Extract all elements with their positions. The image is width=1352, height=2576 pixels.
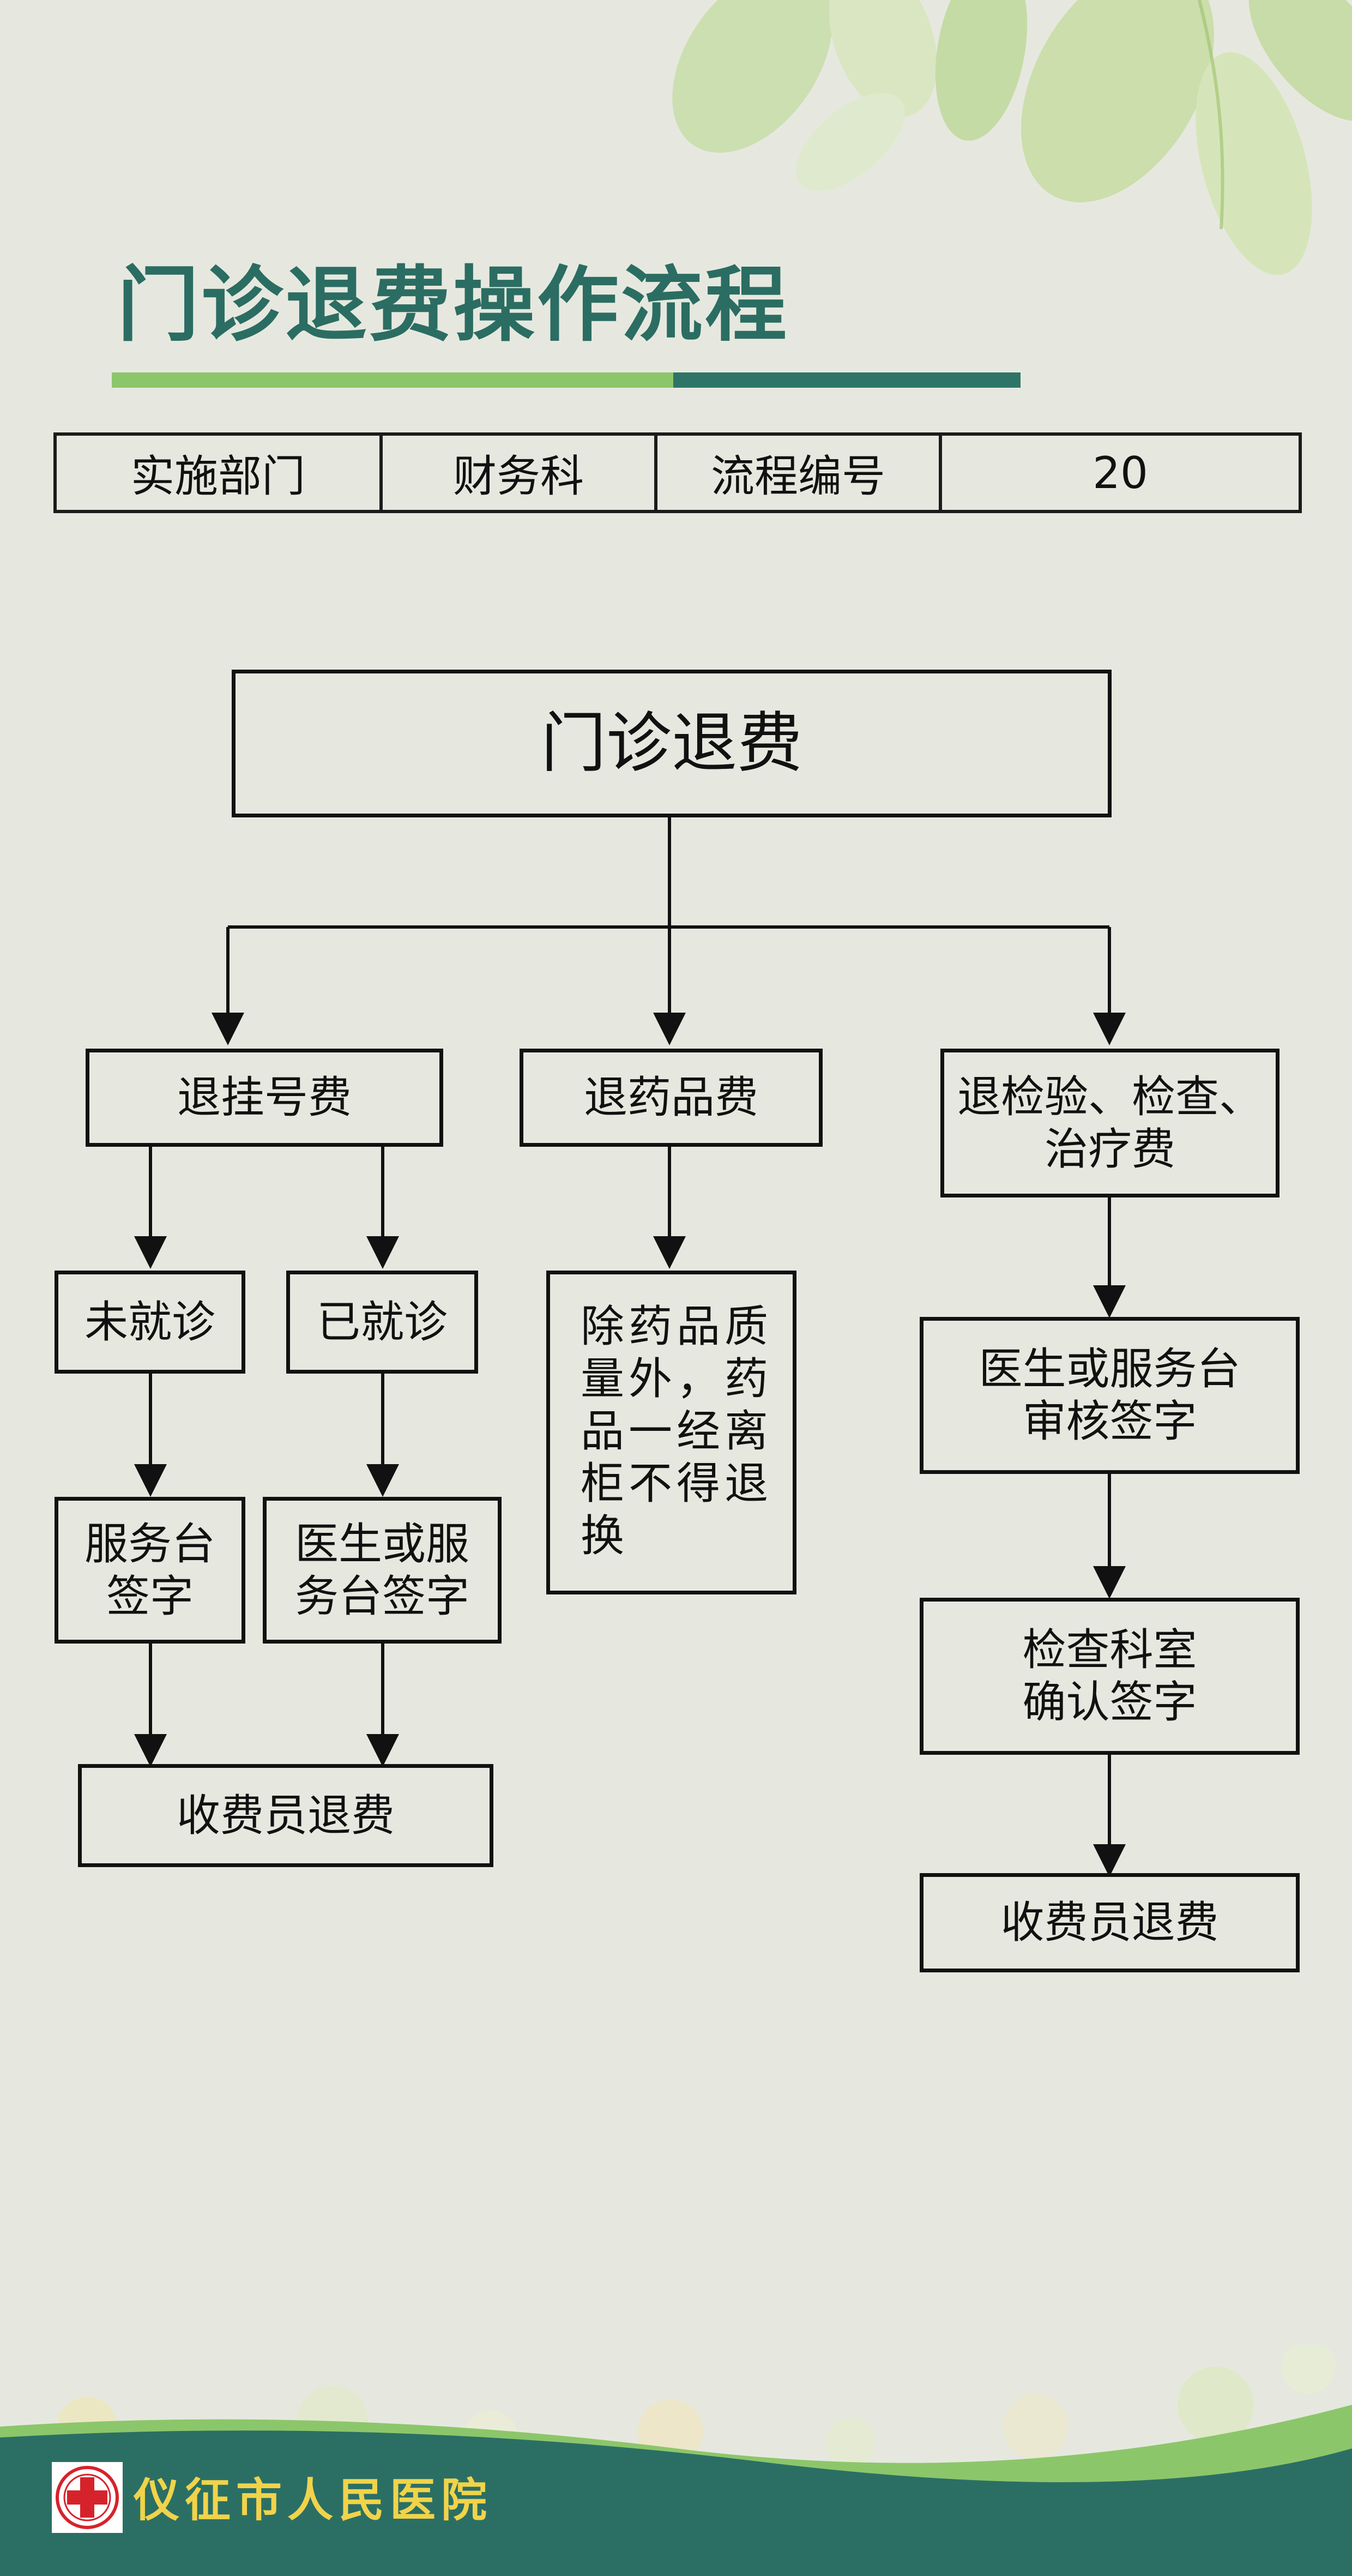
node-visited: 已就诊 [286, 1271, 478, 1374]
code-label: 流程编号 [657, 436, 942, 510]
node-cashier-refund-left: 收费员退费 [78, 1764, 493, 1867]
node-medicine-fee-refund: 退药品费 [520, 1049, 823, 1147]
dept-label: 实施部门 [57, 436, 383, 510]
info-table: 实施部门 财务科 流程编号 20 [53, 432, 1302, 513]
dept-value: 财务科 [383, 436, 657, 510]
leaves-decoration [672, 0, 1352, 275]
node-exam-dept-confirm: 检查科室 确认签字 [920, 1598, 1300, 1755]
node-exam-fee-refund: 退检验、检查、 治疗费 [940, 1049, 1279, 1197]
node-not-visited: 未就诊 [55, 1271, 245, 1374]
red-cross-hospital-logo-icon [52, 2462, 123, 2533]
node-outpatient-refund: 门诊退费 [232, 670, 1112, 817]
page-title: 门诊退费操作流程 [117, 258, 789, 353]
hospital-name: 仪征市人民医院 [134, 2473, 493, 2527]
title-underline-dark [673, 372, 1021, 388]
node-doctor-or-desk-sign: 医生或服 务台签字 [263, 1497, 502, 1644]
node-medicine-note: 除药品质 量外，药 品一经离 柜不得退 换 [546, 1271, 796, 1594]
node-doctor-or-desk-review: 医生或服务台 审核签字 [920, 1317, 1300, 1474]
node-registration-fee-refund: 退挂号费 [86, 1049, 443, 1147]
node-service-desk-sign: 服务台 签字 [55, 1497, 245, 1644]
title-underline-light [112, 372, 673, 388]
footer-decoration [0, 2345, 1352, 2576]
code-value: 20 [1093, 447, 1148, 498]
node-cashier-refund-right: 收费员退费 [920, 1873, 1300, 1972]
